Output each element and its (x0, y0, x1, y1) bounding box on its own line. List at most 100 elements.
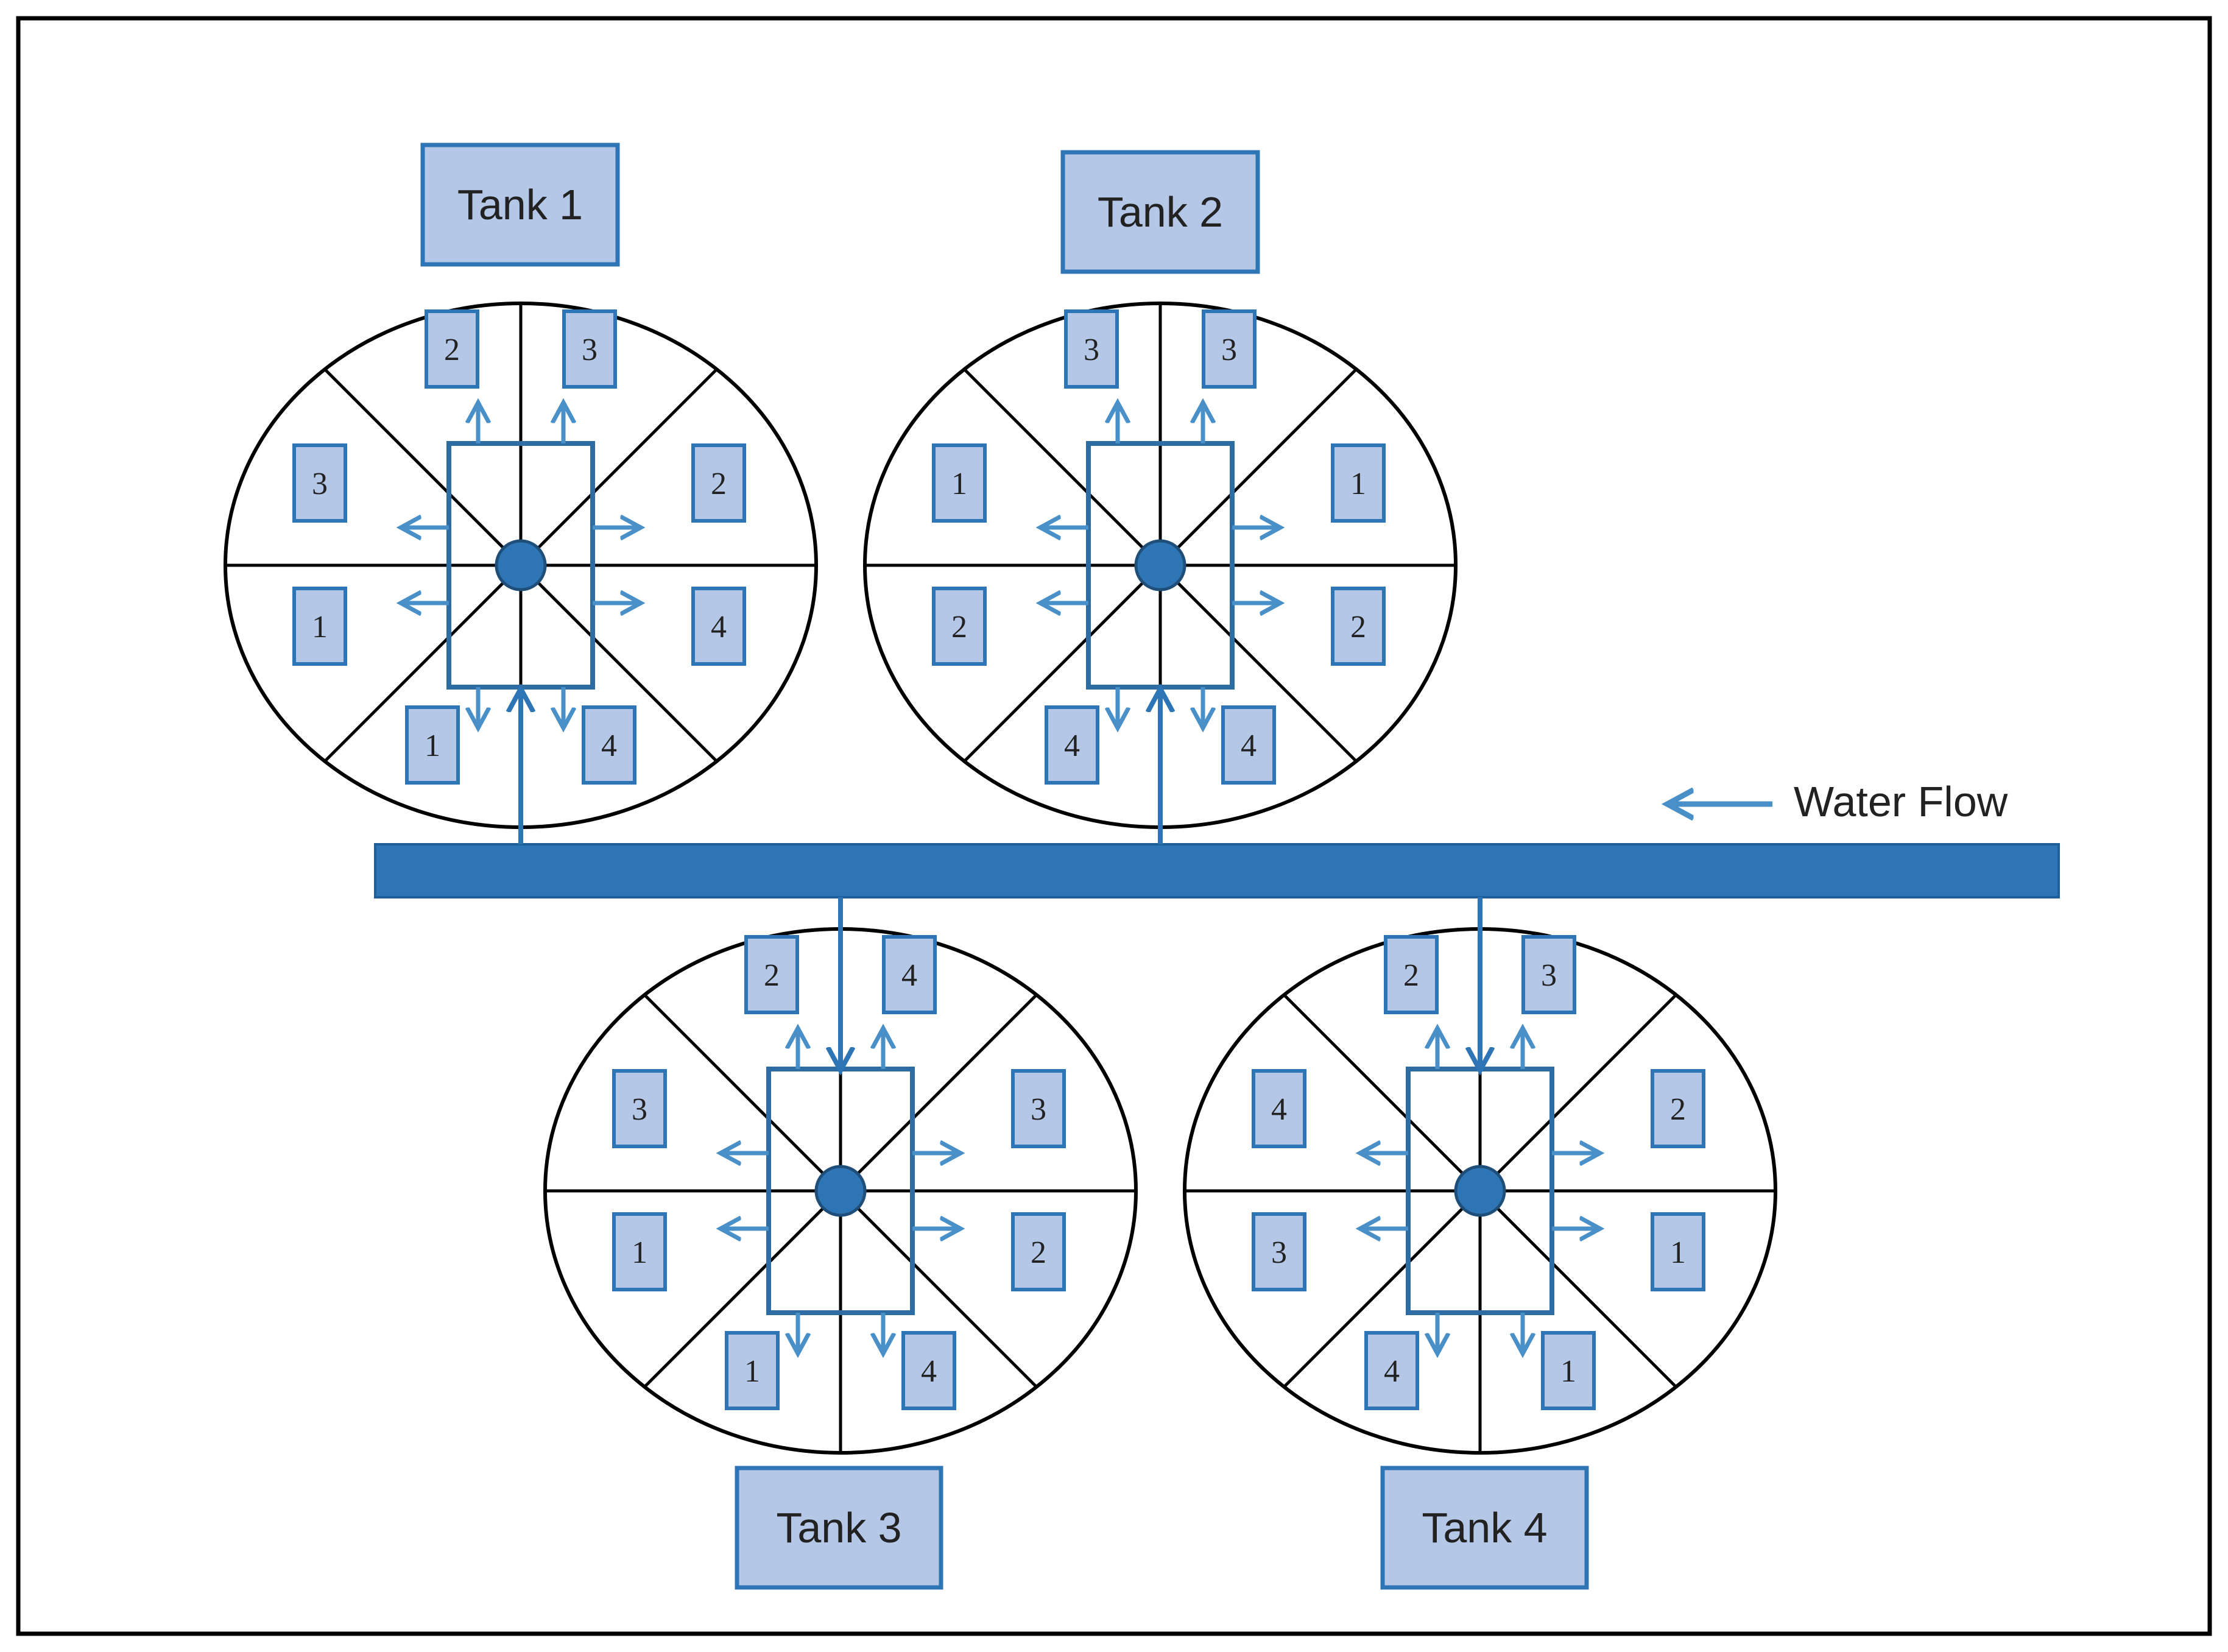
sector-label-box: 4 (691, 587, 746, 666)
tanks: 2 3 2 4 4 1 1 3 Tank 1 3 3 1 2 4 4 2 1 Tank 2 2 4 3 2 4 1 1 3Tank… (224, 143, 1777, 1590)
center-hub (1134, 539, 1186, 591)
sector-box (1331, 587, 1386, 666)
sector-label-box: 1 (292, 587, 347, 666)
sector-number: 1 (1350, 467, 1366, 501)
tank-label-box (735, 1466, 943, 1590)
sector-label-box: 4 (1221, 705, 1276, 785)
sector-box (932, 587, 987, 666)
sector-box (1252, 1069, 1306, 1148)
sector-label-box: 4 (1252, 1069, 1306, 1148)
sector-number: 4 (1384, 1354, 1400, 1389)
sector-label-box: 3 (562, 309, 617, 389)
sector-label-box: 1 (1541, 1331, 1596, 1410)
tank-label: Tank 4 (1380, 1466, 1589, 1590)
sector-label-box: 2 (691, 443, 746, 523)
sector-number: 4 (1241, 729, 1257, 763)
tank-label-box (420, 143, 620, 267)
sector-number: 1 (312, 610, 328, 644)
sector-label-box: 1 (725, 1331, 780, 1410)
sector-box (1202, 309, 1257, 389)
sector-box (1331, 443, 1386, 523)
sector-box (1541, 1331, 1596, 1410)
sector-box (1252, 1212, 1306, 1291)
main-pipe (374, 843, 2060, 898)
sector-number: 2 (1350, 610, 1366, 644)
sector-box (562, 309, 617, 389)
sector-label-box: 1 (932, 443, 987, 523)
sector-number: 1 (1670, 1235, 1686, 1270)
sector-box (1221, 705, 1276, 785)
sector-box (1064, 309, 1119, 389)
sector-box (1521, 935, 1576, 1014)
sector-number: 2 (711, 467, 727, 501)
sector-box (292, 587, 347, 666)
sector-number: 2 (1403, 958, 1419, 993)
frame-border (16, 16, 2212, 1636)
sector-label-box: 2 (1651, 1069, 1705, 1148)
tank-label-text: Tank 2 (1098, 188, 1223, 236)
water-flow-label: Water Flow (1794, 778, 2008, 825)
sector-label-box: 2 (1331, 587, 1386, 666)
sector-number: 3 (312, 467, 328, 501)
tank-label-text: Tank 1 (457, 181, 583, 228)
sector-number: 4 (901, 958, 917, 993)
sector-number: 1 (744, 1354, 760, 1389)
sector-number: 1 (1560, 1354, 1576, 1389)
sector-number: 2 (1031, 1235, 1046, 1270)
sector-label-box: 2 (744, 935, 799, 1014)
sector-box (612, 1212, 667, 1291)
sector-number: 3 (1541, 958, 1557, 993)
tank-label: Tank 1 (420, 143, 620, 267)
sector-label-box: 2 (1011, 1212, 1066, 1291)
tank-label-text: Tank 4 (1422, 1504, 1547, 1551)
sector-number: 4 (1064, 729, 1080, 763)
sector-number: 1 (632, 1235, 647, 1270)
sector-box (1651, 1069, 1705, 1148)
sector-number: 3 (582, 333, 598, 367)
sector-label-box: 2 (932, 587, 987, 666)
sector-number: 2 (764, 958, 780, 993)
sector-box (1364, 1331, 1419, 1410)
tank-label: Tank 2 (1060, 150, 1260, 274)
sector-number: 4 (601, 729, 617, 763)
water-flow-legend: Water Flow (1669, 778, 2008, 825)
tank-label-text: Tank 3 (776, 1504, 901, 1551)
sector-label-box: 3 (1521, 935, 1576, 1014)
sector-box (725, 1331, 780, 1410)
sector-box (612, 1069, 667, 1148)
tank-label-box (1060, 150, 1260, 274)
sector-box (901, 1331, 956, 1410)
sector-box (582, 705, 636, 785)
sector-box (425, 309, 479, 389)
sector-number: 3 (1084, 333, 1099, 367)
sector-number: 4 (711, 610, 727, 644)
sector-number: 2 (951, 610, 967, 644)
sector-number: 2 (444, 333, 460, 367)
sector-number: 1 (425, 729, 440, 763)
center-hub (495, 539, 547, 591)
sector-label-box: 3 (1011, 1069, 1066, 1148)
sector-label-box: 4 (1364, 1331, 1419, 1410)
sector-label-box: 1 (612, 1212, 667, 1291)
sector-box (405, 705, 460, 785)
sector-label-box: 4 (901, 1331, 956, 1410)
sector-number: 4 (1271, 1092, 1287, 1127)
sector-box (292, 443, 347, 523)
sector-box (691, 587, 746, 666)
sector-box (1011, 1212, 1066, 1291)
sector-label-box: 4 (882, 935, 937, 1014)
sector-number: 3 (632, 1092, 647, 1127)
sector-label-box: 1 (1651, 1212, 1705, 1291)
sector-label-box: 2 (1384, 935, 1439, 1014)
sector-number: 4 (921, 1354, 937, 1389)
sector-number: 1 (951, 467, 967, 501)
sector-box (882, 935, 937, 1014)
sector-label-box: 3 (612, 1069, 667, 1148)
sector-label-box: 4 (1045, 705, 1099, 785)
sector-box (1011, 1069, 1066, 1148)
sector-label-box: 1 (1331, 443, 1386, 523)
